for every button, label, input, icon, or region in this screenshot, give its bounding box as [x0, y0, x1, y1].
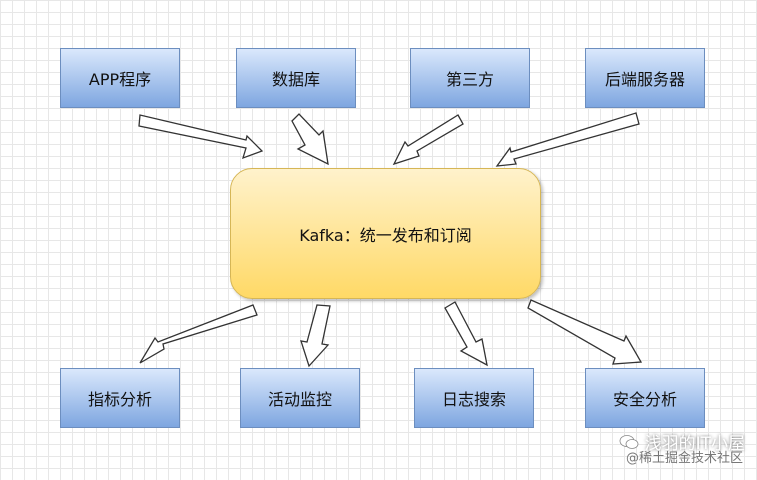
arrow-kafka-to-activity [300, 304, 331, 368]
consumer-activity-label: 活动监控 [267, 390, 332, 409]
arrow-server-to-kafka [495, 112, 640, 167]
source-app-label: APP程序 [88, 70, 152, 89]
consumer-activity-box: 活动监控 [240, 368, 360, 428]
arrow-kafka-to-security [527, 299, 643, 365]
arrow-app-to-kafka [138, 114, 264, 160]
source-app-box: APP程序 [60, 48, 180, 108]
consumer-metrics-label: 指标分析 [87, 390, 152, 409]
wechat-icon [619, 434, 638, 449]
kafka-hub-label: Kafka：统一发布和订阅 [299, 225, 472, 245]
arrow-kafka-to-logs [444, 301, 488, 367]
watermark: 浅羽的IT小屋 [619, 429, 745, 454]
watermark-title: 浅羽的IT小屋 [644, 434, 745, 454]
source-database-label: 数据库 [271, 70, 320, 89]
source-third-party-box: 第三方 [410, 48, 530, 108]
arrow-third-to-kafka [392, 114, 464, 166]
source-backend-server-box: 后端服务器 [585, 48, 705, 108]
consumer-log-search-label: 日志搜索 [441, 390, 506, 409]
watermark-community: @稀土掘金技术社区 [625, 451, 743, 466]
source-third-party-label: 第三方 [445, 70, 494, 89]
consumer-security-label: 安全分析 [612, 390, 677, 409]
consumer-log-search-box: 日志搜索 [414, 368, 534, 428]
kafka-hub-box: Kafka：统一发布和订阅 [230, 168, 541, 299]
source-database-box: 数据库 [236, 48, 356, 108]
arrow-db-to-kafka [291, 113, 329, 166]
arrow-kafka-to-metrics [139, 304, 258, 364]
source-backend-server-label: 后端服务器 [604, 70, 685, 89]
consumer-security-box: 安全分析 [585, 368, 705, 428]
consumer-metrics-box: 指标分析 [60, 368, 180, 428]
